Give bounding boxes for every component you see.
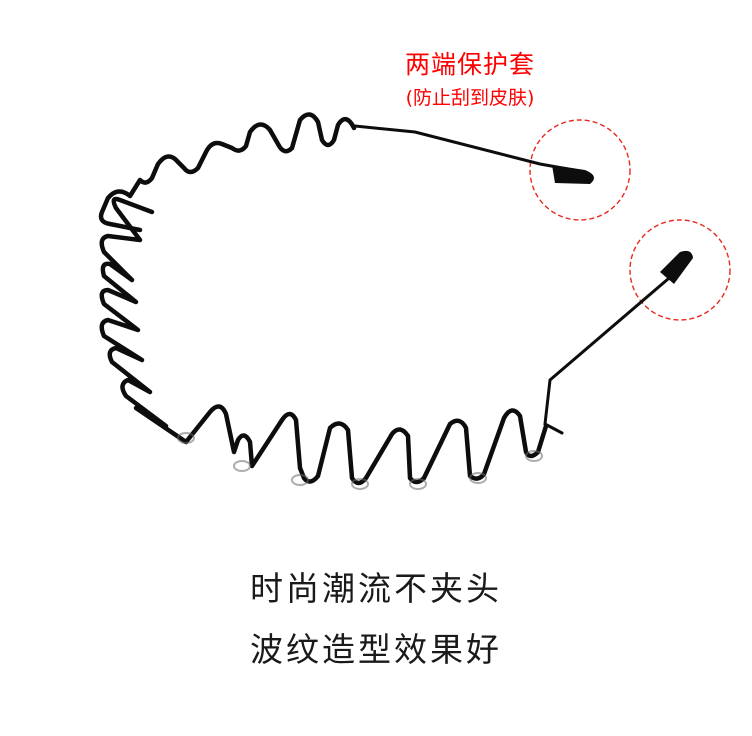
headband-right-arm (543, 277, 670, 435)
right-end-cap-icon (660, 250, 693, 284)
caption-line-1: 时尚潮流不夹头 (250, 569, 502, 608)
headband-wave-top (98, 112, 357, 233)
end-cap-highlight-circle-right (629, 219, 731, 321)
headband-top-arm (353, 124, 587, 174)
end-cap-highlight-circle-top (529, 119, 631, 221)
callout-subtitle: (防止刮到皮肤) (405, 87, 535, 109)
headband-shadow (177, 432, 543, 490)
callout-title: 两端保护套 (404, 50, 535, 79)
headband-wave-bottom (133, 404, 549, 486)
top-end-cap-icon (552, 165, 594, 184)
caption-line-2: 波纹造型效果好 (250, 630, 502, 669)
headband-wave-left (99, 196, 169, 429)
